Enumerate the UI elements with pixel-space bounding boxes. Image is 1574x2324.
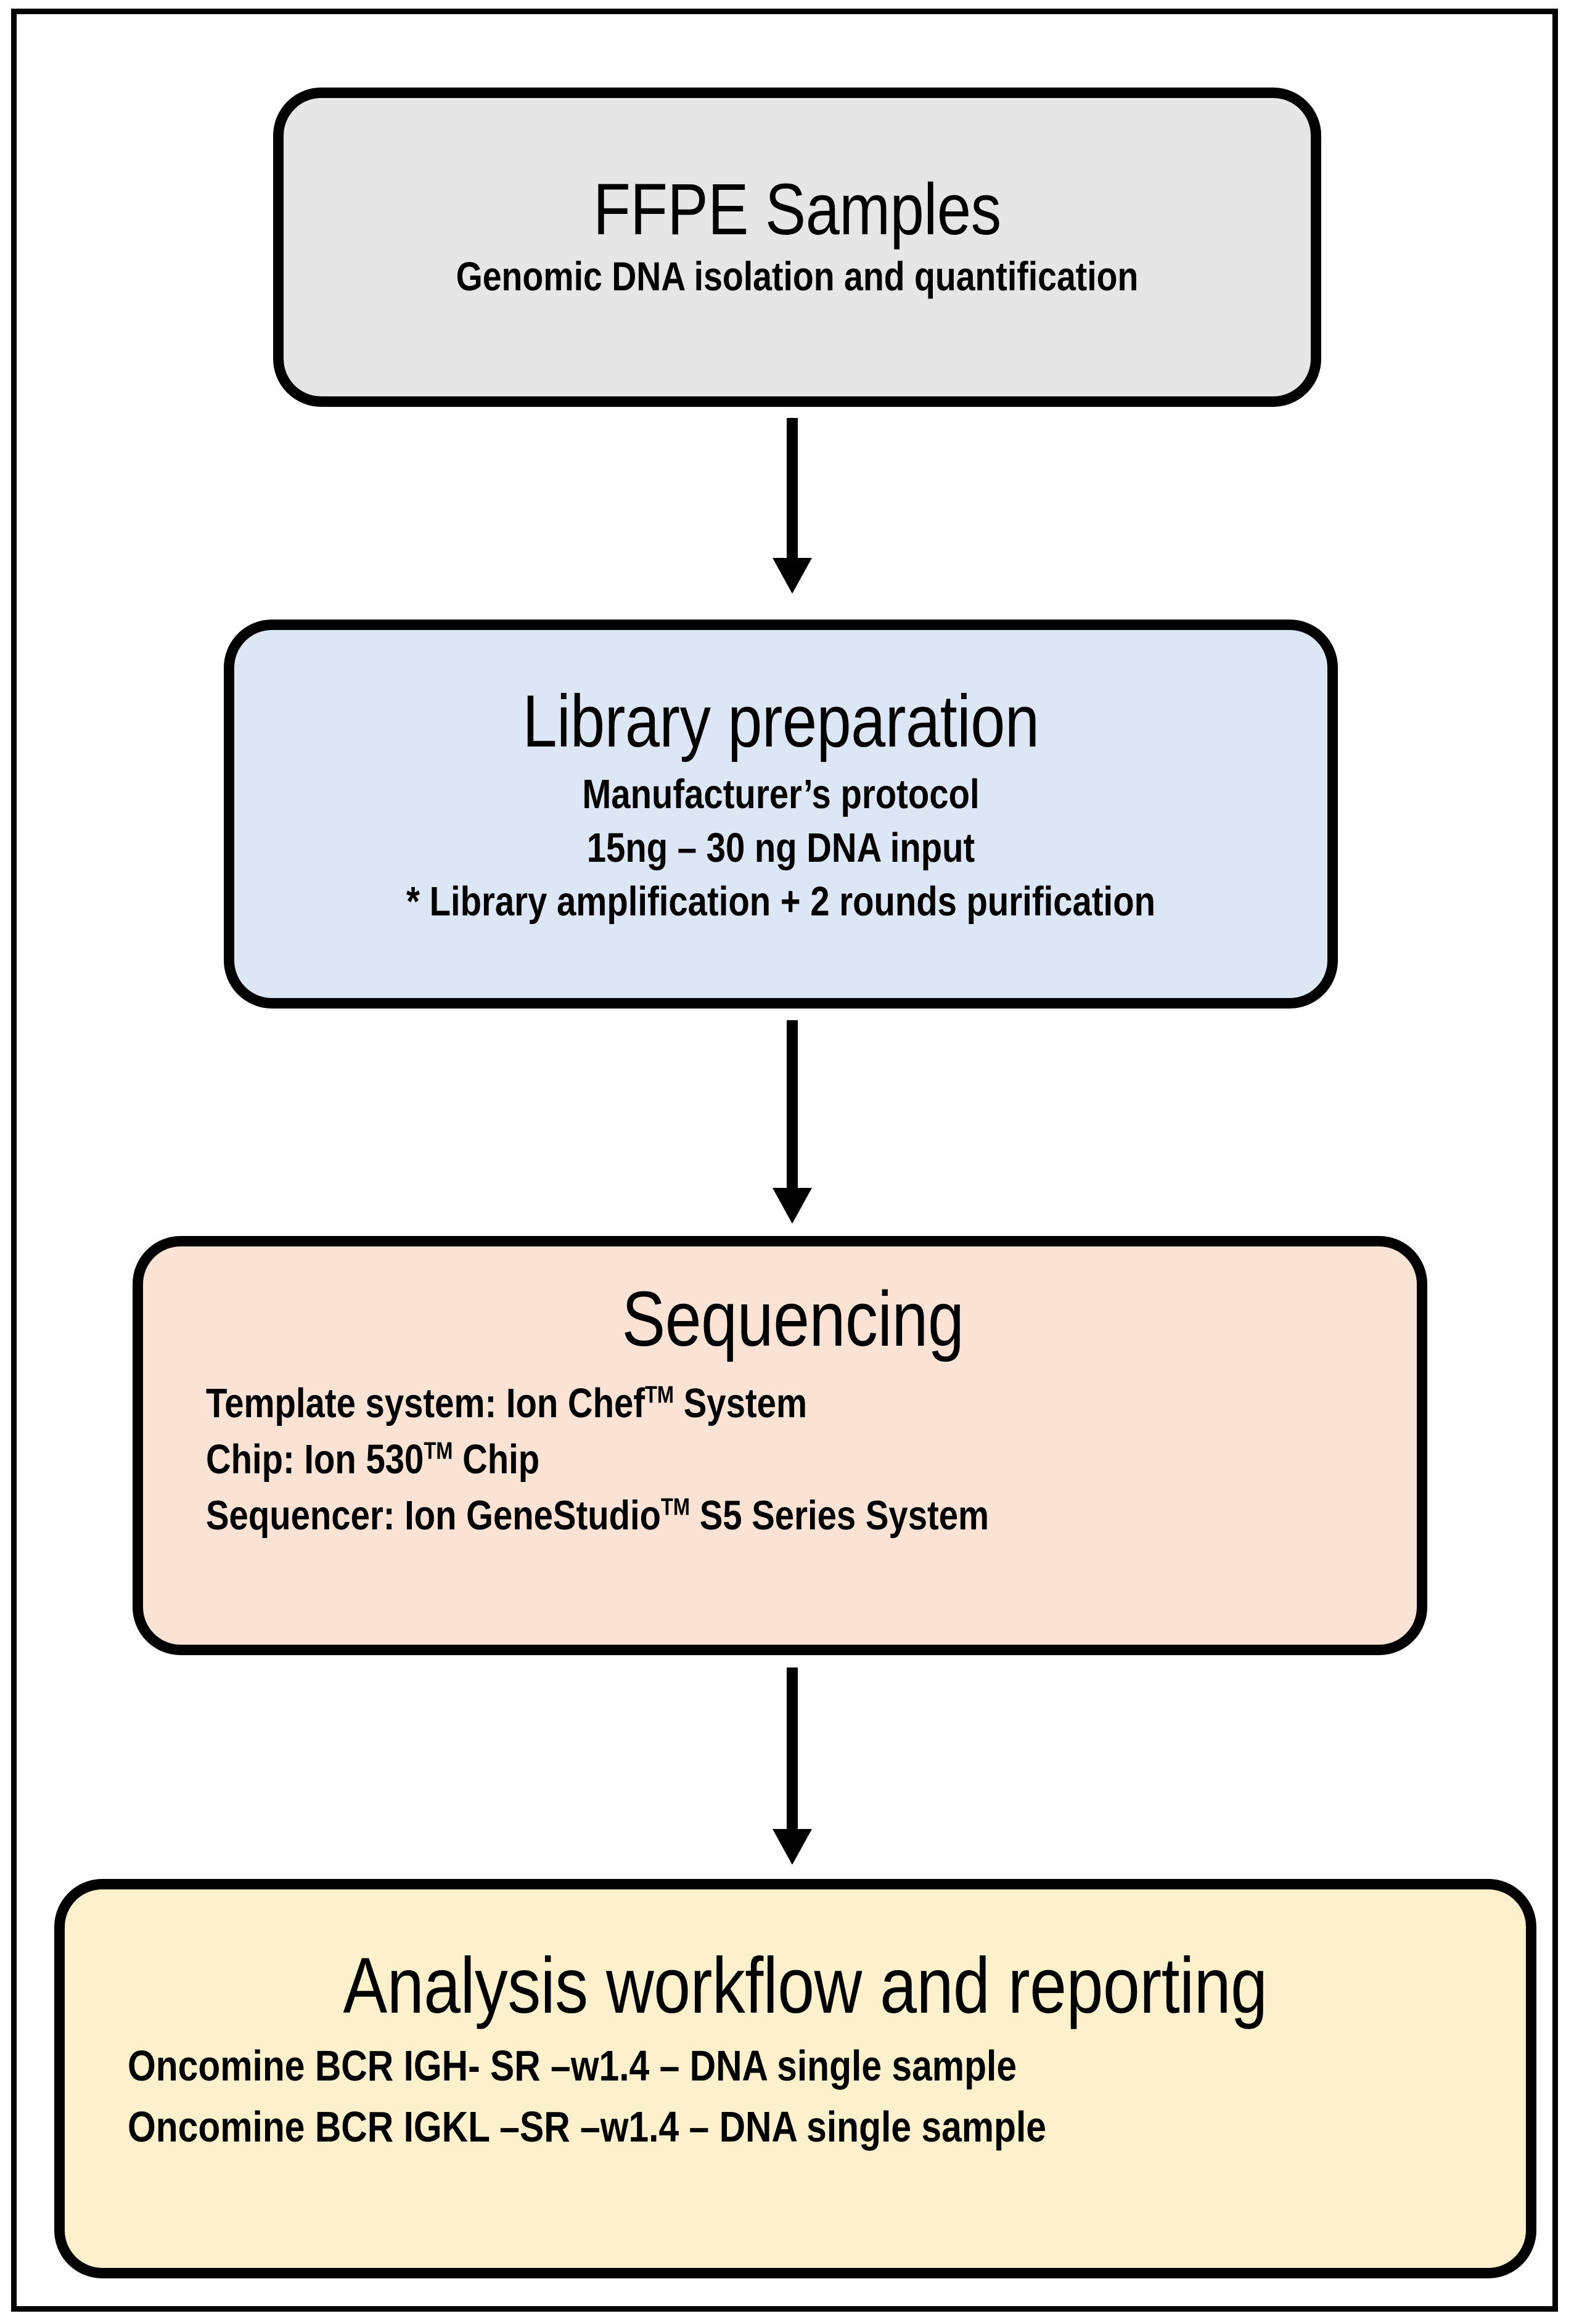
node-line-text: Chip: Ion 530: [206, 1436, 424, 1483]
trademark-mark: TM: [660, 1494, 691, 1521]
page-border-frame: [11, 9, 1558, 2312]
node-title-sequencing: Sequencing: [621, 1275, 964, 1362]
arrow-ffpe-to-library-icon: [773, 418, 812, 594]
node-line-text: Chip: [453, 1436, 540, 1483]
node-body-library-preparation: Manufacturer’s protocol 15ng – 30 ng DNA…: [340, 767, 1221, 928]
arrow-head: [773, 1829, 812, 1865]
flowchart-node-library-preparation[interactable]: Library preparation Manufacturer’s proto…: [224, 620, 1338, 1009]
node-line: * Library amplification + 2 rounds purif…: [406, 878, 1155, 925]
trademark-mark: TM: [424, 1438, 453, 1465]
node-line: Chip: Ion 530TM Chip: [206, 1431, 1223, 1487]
node-title-library-preparation: Library preparation: [522, 679, 1039, 763]
node-body-analysis-workflow-and-reporting: Oncomine BCR IGH- SR –w1.4 – DNA single …: [128, 2036, 1302, 2158]
arrow-head: [773, 558, 812, 594]
arrow-head: [773, 1188, 812, 1224]
node-line: Genomic DNA isolation and quantification: [456, 253, 1139, 300]
node-line: Oncomine BCR IGH- SR –w1.4 – DNA single …: [128, 2041, 1017, 2090]
node-title-ffpe-samples: FFPE Samples: [593, 168, 1001, 250]
node-line: 15ng – 30 ng DNA input: [586, 825, 975, 872]
flowchart-node-analysis-workflow-and-reporting[interactable]: Analysis workflow and reporting Oncomine…: [54, 1879, 1536, 2278]
trademark-mark: TM: [644, 1381, 674, 1409]
node-line-text: Sequencer: Ion GeneStudio: [206, 1492, 661, 1539]
node-title-analysis-workflow-and-reporting: Analysis workflow and reporting: [343, 1942, 1268, 2030]
node-line-text: System: [674, 1380, 807, 1426]
node-line: Sequencer: Ion GeneStudioTM S5 Series Sy…: [206, 1487, 1223, 1544]
node-line-text: Template system: Ion Chef: [206, 1380, 645, 1426]
arrow-shaft: [787, 1020, 798, 1188]
node-line: Template system: Ion ChefTM System: [206, 1375, 1223, 1431]
node-line: Oncomine BCR IGKL –SR –w1.4 – DNA single…: [128, 2102, 1047, 2151]
node-body-sequencing: Template system: Ion ChefTM System Chip:…: [206, 1375, 1223, 1544]
arrow-shaft: [787, 418, 798, 558]
node-body-ffpe-samples: Genomic DNA isolation and quantification: [387, 250, 1208, 303]
flowchart-node-ffpe-samples[interactable]: FFPE Samples Genomic DNA isolation and q…: [273, 88, 1321, 407]
arrow-shaft: [787, 1667, 798, 1829]
arrow-library-to-sequencing-icon: [773, 1020, 812, 1224]
arrow-sequencing-to-analysis-icon: [773, 1667, 812, 1865]
flowchart-node-sequencing[interactable]: Sequencing Template system: Ion ChefTM S…: [133, 1236, 1427, 1655]
node-line-text: S5 Series System: [690, 1492, 990, 1539]
node-line: Manufacturer’s protocol: [582, 771, 980, 818]
